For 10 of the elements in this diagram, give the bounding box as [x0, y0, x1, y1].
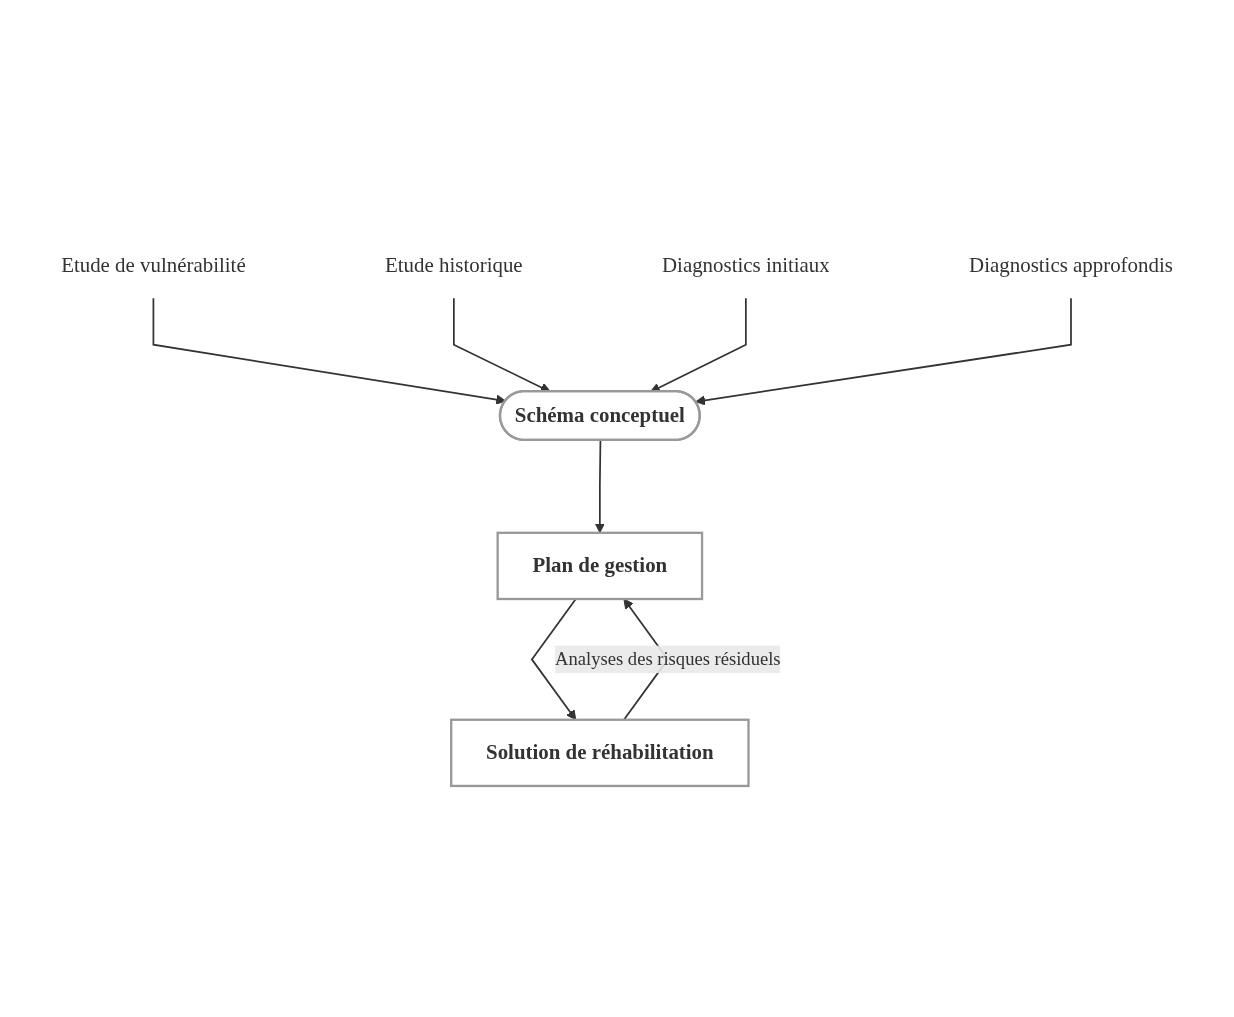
arrow — [594, 439, 605, 533]
node-text: Diagnostics approfondis — [969, 252, 1173, 276]
node-text: Etude historique — [385, 252, 523, 276]
node-text: Etude de vulnérabilité — [61, 252, 246, 276]
edge-label: Analyses des risques résiduels — [555, 648, 781, 669]
node-box: Solution de réhabilitation — [450, 718, 750, 787]
arrow — [695, 296, 1072, 405]
arrow — [152, 296, 507, 405]
node-box: Plan de gestion — [496, 531, 704, 600]
node-text: Diagnostics initiaux — [661, 252, 830, 276]
